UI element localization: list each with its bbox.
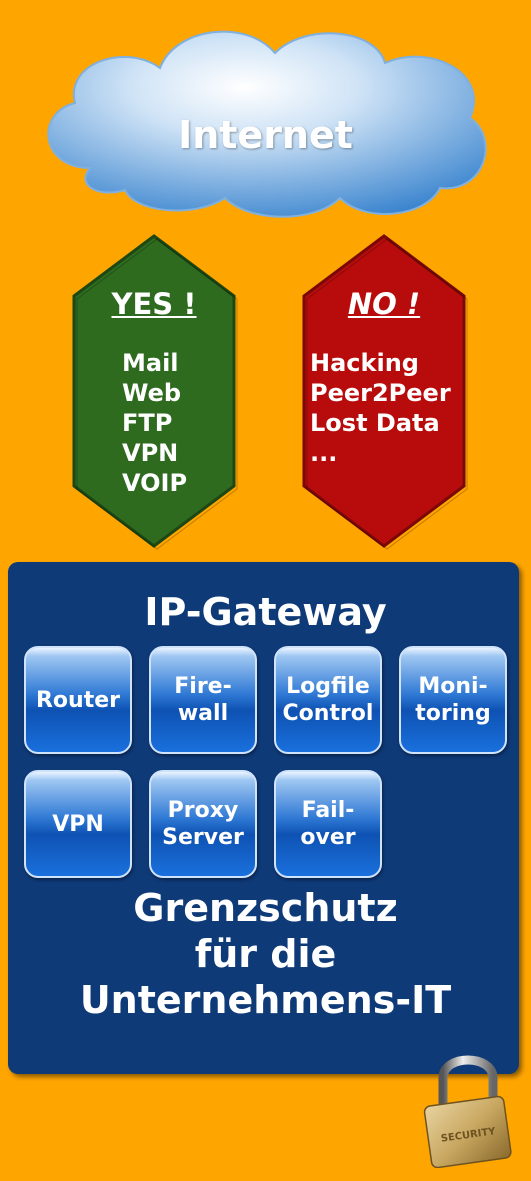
blocked-item: Peer2Peer bbox=[310, 379, 451, 407]
proxy-server-module-button[interactable]: Proxy Server bbox=[149, 770, 257, 878]
failover-module-button[interactable]: Fail- over bbox=[274, 770, 382, 878]
subtitle-line: Grenzschutz bbox=[133, 886, 398, 930]
internet-cloud-icon bbox=[47, 30, 487, 218]
blocked-item: Lost Data bbox=[310, 409, 440, 437]
blocked-title: NO ! bbox=[347, 287, 421, 321]
allowed-item: VOIP bbox=[122, 469, 188, 497]
blocked-item: Hacking bbox=[310, 349, 419, 377]
allowed-list: Mail Web FTP VPN VOIP bbox=[122, 348, 187, 498]
router-module-button[interactable]: Router bbox=[24, 646, 132, 754]
blocked-item: ... bbox=[310, 439, 338, 467]
subtitle-line: Unternehmens-IT bbox=[79, 978, 452, 1022]
allowed-item: VPN bbox=[122, 439, 179, 467]
subtitle-line: für die bbox=[194, 932, 337, 976]
padlock-icon: SECURITY bbox=[423, 1055, 512, 1168]
allowed-title: YES ! bbox=[111, 287, 197, 321]
internet-label: Internet bbox=[178, 113, 353, 157]
vpn-module-button[interactable]: VPN bbox=[24, 770, 132, 878]
allowed-services-hexagon bbox=[72, 234, 238, 550]
blocked-threats-hexagon bbox=[302, 234, 468, 550]
firewall-module-button[interactable]: Fire- wall bbox=[149, 646, 257, 754]
allowed-item: Mail bbox=[122, 349, 179, 377]
allowed-item: Web bbox=[122, 379, 182, 407]
blocked-list: Hacking Peer2Peer Lost Data ... bbox=[310, 348, 451, 468]
gateway-title: IP-Gateway bbox=[144, 590, 387, 634]
monitoring-module-button[interactable]: Moni- toring bbox=[399, 646, 507, 754]
logfile-control-module-button[interactable]: Logfile Control bbox=[274, 646, 382, 754]
gateway-subtitle: Grenzschutz für die Unternehmens-IT bbox=[0, 885, 531, 1023]
allowed-item: FTP bbox=[122, 409, 173, 437]
